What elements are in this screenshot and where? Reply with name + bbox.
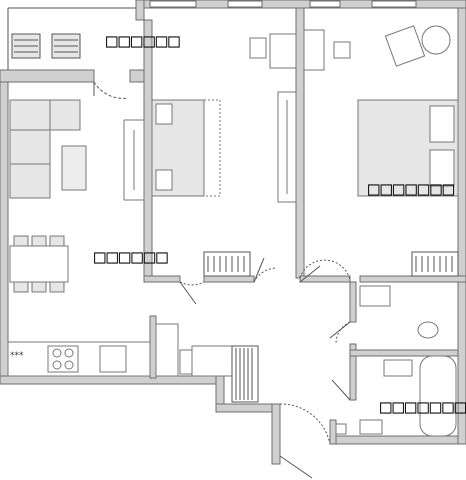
coffee-table xyxy=(61,145,87,191)
sofa xyxy=(9,99,81,199)
interior-walls xyxy=(143,7,466,445)
balcony xyxy=(7,7,136,70)
windows xyxy=(149,0,417,8)
storage-rack xyxy=(231,345,259,403)
dining-table xyxy=(9,235,69,293)
desk-middle xyxy=(249,33,297,203)
svg-text:***: *** xyxy=(10,351,24,361)
bedroom-label: □□□□□□□ xyxy=(368,178,456,200)
bathroom-fixtures xyxy=(335,285,457,437)
bed-right xyxy=(357,99,459,197)
outer-walls xyxy=(0,0,466,465)
wardrobes xyxy=(203,251,459,277)
balcony-label: □□□□□□ xyxy=(106,30,181,52)
bed-middle xyxy=(151,99,221,197)
kitchen xyxy=(7,323,233,377)
balcony-door xyxy=(93,81,129,99)
bedroom-furniture xyxy=(303,25,451,71)
doors xyxy=(179,257,351,479)
living-room-label: □□□□□□ xyxy=(94,246,169,268)
bathroom-label: □□□□□□□ xyxy=(380,396,466,418)
